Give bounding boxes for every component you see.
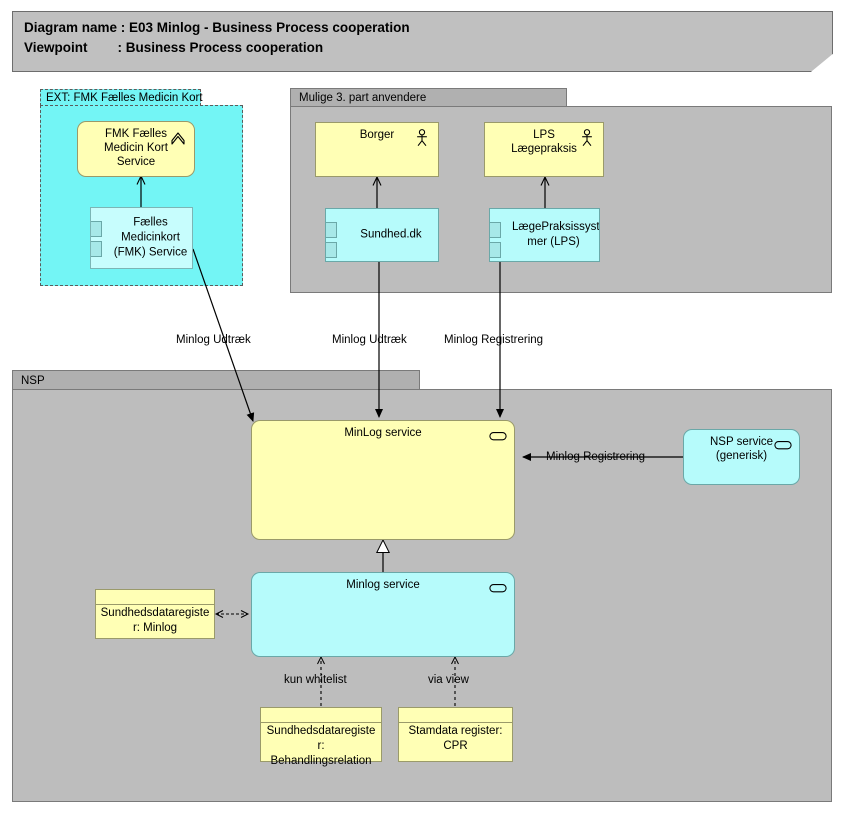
node-label: Borger: [359, 129, 395, 141]
group-tab-nsp[interactable]: NSP: [12, 370, 420, 390]
group-tab-mulige-3-part[interactable]: Mulige 3. part anvendere: [290, 88, 567, 107]
node-label: LægePraksissyste mer (LPS): [512, 221, 600, 248]
node-borger[interactable]: Borger: [315, 122, 439, 177]
diagram-name-line: Diagram name : E03 Minlog - Business Pro…: [24, 20, 410, 35]
business-object-icon: [261, 708, 381, 723]
node-laegepraksissystemer-lps[interactable]: LægePraksissyste mer (LPS): [489, 208, 600, 262]
node-minlog-service-application[interactable]: MinLog service: [251, 420, 515, 540]
group-tab-ext-fmk[interactable]: EXT: FMK Fælles Medicin Kort: [40, 89, 203, 106]
business-object-icon: [399, 708, 512, 723]
node-label: FMK Fælles Medicin Kort Service: [104, 128, 168, 168]
group-label-mulige-3-part: Mulige 3. part anvendere: [299, 92, 427, 104]
component-icon-tab-lower: [91, 241, 102, 257]
node-label: Sundhed.dk: [360, 228, 422, 241]
node-sundhedsdataregister-behandlingsrelation[interactable]: Sundhedsdataregiste r: Behandlingsrelati…: [260, 707, 382, 767]
node-label: MinLog service: [344, 427, 422, 439]
node-fmk-faelles-medicin-kort-service[interactable]: FMK Fælles Medicin Kort Service: [77, 121, 195, 177]
component-icon-tab-upper: [490, 222, 501, 238]
group-label-ext-fmk: EXT: FMK Fælles Medicin Kort: [46, 92, 203, 104]
edge-label-minlog-udtraek-sundhed: Minlog Udtræk: [332, 334, 407, 346]
node-sundhedsdataregister-minlog[interactable]: Sundhedsdataregiste r: Minlog: [95, 589, 215, 639]
component-icon-tab-upper: [91, 221, 102, 237]
viewpoint-line: Viewpoint : Business Process cooperation: [24, 40, 324, 55]
edge-label-minlog-registrering-lps: Minlog Registrering: [444, 334, 544, 346]
edge-label-minlog-udtraek-fmk: Minlog Udtræk: [176, 334, 251, 346]
edge-label-via-view: via view: [428, 674, 469, 686]
node-label: NSP service (generisk): [709, 436, 774, 462]
node-nsp-service-generisk[interactable]: NSP service (generisk): [683, 429, 800, 485]
component-icon-tab-lower: [326, 242, 337, 258]
node-label: Sundhedsdataregiste r: Behandlingsrelati…: [266, 725, 376, 767]
node-label: Minlog service: [346, 579, 420, 591]
edge-label-kun-whitelist: kun whitelist: [284, 674, 347, 686]
node-label: Sundhedsdataregiste r: Minlog: [100, 607, 210, 634]
node-stamdata-register-cpr[interactable]: Stamdata register: CPR: [398, 707, 513, 762]
node-minlog-service-technical[interactable]: Minlog service: [251, 572, 515, 657]
group-label-nsp: NSP: [21, 374, 45, 387]
business-object-icon: [96, 590, 214, 605]
edge-label-minlog-registrering-nsp: Minlog Registrering: [546, 451, 646, 463]
component-icon-tab-lower: [490, 242, 501, 258]
node-label: LPS Lægepraksis: [511, 129, 577, 155]
node-label: Fælles Medicinkort (FMK) Service: [113, 216, 188, 259]
node-sundhed-dk[interactable]: Sundhed.dk: [325, 208, 439, 262]
diagram-title-note: Diagram name : E03 Minlog - Business Pro…: [12, 11, 833, 72]
node-faelles-medicinkort-fmk-service[interactable]: Fælles Medicinkort (FMK) Service: [90, 207, 193, 269]
component-icon-tab-upper: [326, 222, 337, 238]
node-lps-laegepraksis[interactable]: LPS Lægepraksis: [484, 122, 604, 177]
node-label: Stamdata register: CPR: [408, 725, 503, 752]
